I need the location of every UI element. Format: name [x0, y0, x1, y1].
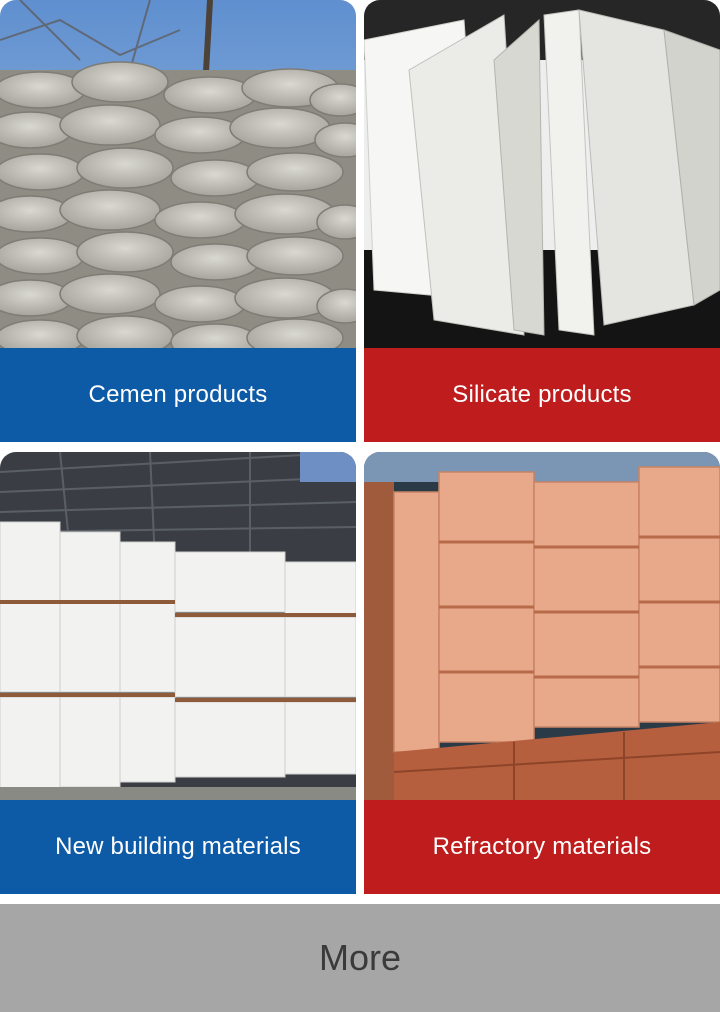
cement-bags-image — [0, 0, 356, 348]
category-card-cement[interactable]: Cemen products — [0, 0, 356, 442]
more-button[interactable]: More — [0, 904, 720, 1012]
category-label-cement: Cemen products — [0, 348, 356, 442]
category-card-silicate[interactable]: Silicate products — [364, 0, 720, 442]
aerated-blocks-image — [0, 452, 356, 800]
category-label-silicate: Silicate products — [364, 348, 720, 442]
silicate-boards-image — [364, 0, 720, 348]
category-label-refractory: Refractory materials — [364, 800, 720, 894]
category-label-new-building: New building materials — [0, 800, 356, 894]
category-card-new-building[interactable]: New building materials — [0, 452, 356, 894]
refractory-bricks-image — [364, 452, 720, 800]
category-card-refractory[interactable]: Refractory materials — [364, 452, 720, 894]
